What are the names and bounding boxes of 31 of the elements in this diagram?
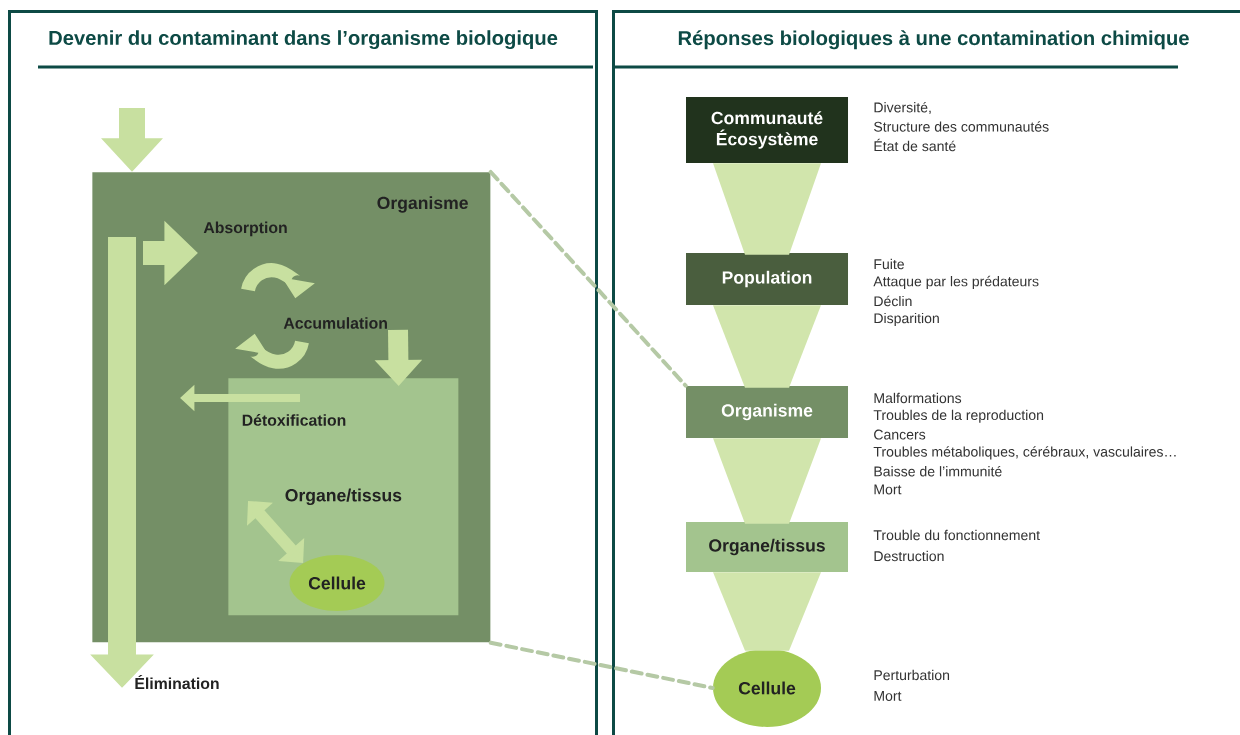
side-note: Destruction [874,550,944,562]
side-note: État de santé [874,138,956,152]
side-note: Perturbation [874,669,950,681]
dashed-line [488,170,688,388]
side-note: Mort [874,691,902,701]
side-note: Déclin [874,295,912,307]
level-box: Organisme [686,386,848,438]
side-note: Baisse de l’immunité [874,465,1002,477]
process-label: Absorption [203,221,287,237]
edge-label: Détoxification [242,414,346,426]
level-box: Communauté Écosystème [686,97,848,163]
side-note: Fuite [874,258,904,270]
level-box: Population [686,253,848,305]
side-note: Cancers [874,429,926,440]
funnel [713,305,821,388]
funnel [713,572,821,651]
side-note: Disparition [874,312,939,327]
process-label: Élimination [135,674,219,690]
side-note: Troubles métaboliques, cérébraux, vasculaires… [873,446,1176,460]
side-note: Diversité, [874,101,931,115]
side-note: Malformations [874,392,962,404]
level-box: Organe/tissus [686,522,848,572]
dashed-line [488,640,715,690]
funnel [713,438,821,524]
side-note: Mort [874,484,902,495]
process-label: Accumulation [283,317,387,329]
funnel [713,163,821,255]
side-note: Structure des communautés [874,121,1049,132]
side-note: Attaque par les prédateurs [873,275,1039,290]
side-note: Trouble du fonctionnement [873,529,1040,541]
side-note: Troubles de la reproduction [873,409,1044,423]
